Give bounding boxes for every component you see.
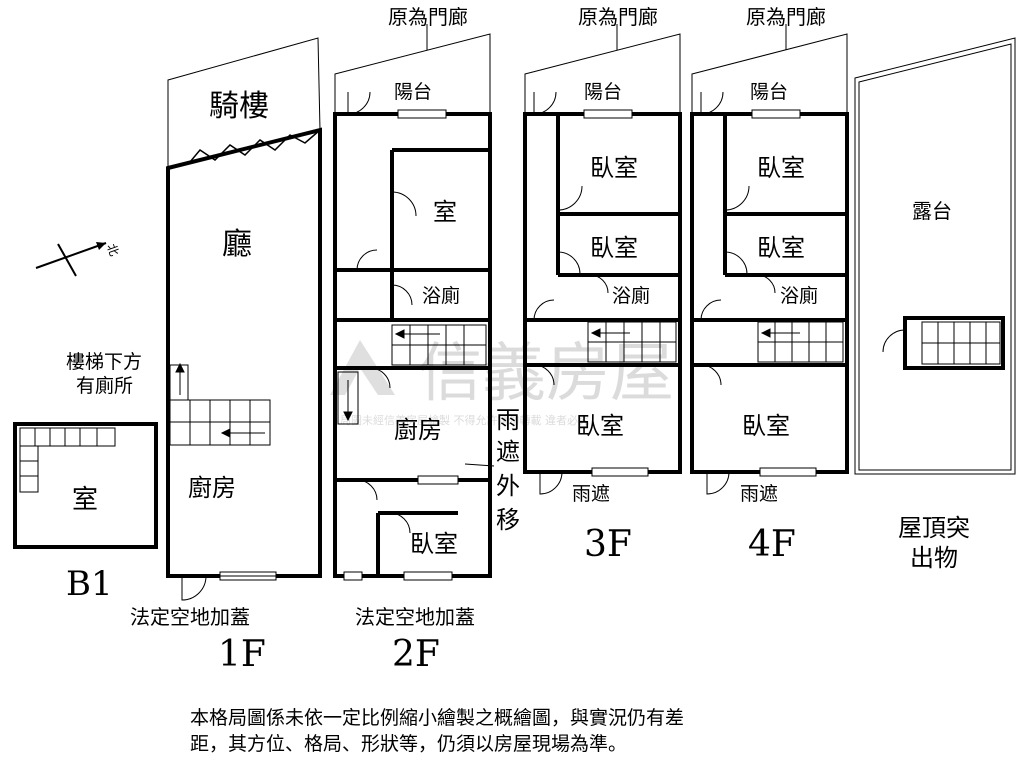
2f-bedroom-label: 臥室 [410,530,458,558]
roof-name-line-2: 出物 [910,544,958,572]
roof-terrace-outline [854,37,1016,475]
disclaimer: 本格局圖係未依一定比例縮小繪製之概繪圖，與實況仍有差 距，其方位、格局、形狀等，… [190,707,684,755]
1f-stair-note-1: 樓梯下方 [66,351,142,373]
4f-awning-label: 雨遮 [740,483,778,505]
2f-awning-char-1: 雨 [496,406,520,434]
3f-awning-label: 雨遮 [572,483,610,505]
1f-legal-space-label: 法定空地加蓋 [130,605,250,629]
2f-awning-char-2: 遮 [496,438,520,466]
4f-walls [692,114,847,367]
b1-stairs [19,427,116,493]
4f-bedroom-3-label: 臥室 [742,412,790,440]
2f-awning-char-3: 外 [496,472,520,500]
4f-bedroom-2-label: 臥室 [757,234,805,262]
4f-stairs [757,321,844,363]
3f-bedroom-2-label: 臥室 [590,234,638,262]
1f-floor-label: 1F [218,634,266,675]
2f-kitchen-label: 廚房 [394,416,442,444]
b1-outline [13,422,158,549]
roof-door-icon [882,329,906,353]
1f-arcade-label: 騎樓 [209,89,269,124]
1f-outline [166,127,322,578]
4f-bathroom-label: 浴廁 [780,284,818,307]
2f-porch-note: 原為門廊 [388,5,468,29]
2f-floor-label: 2F [392,634,440,675]
roof-structure-outline [903,316,1005,370]
4f-balcony-label: 陽台 [750,81,788,103]
2f-stairs [337,324,487,425]
floor-4f: 原為門廊 陽台 臥室 臥室 浴廁 臥室 雨遮 4F [690,5,849,565]
3f-floor-label: 3F [584,524,632,565]
roof-stairs [921,321,1001,365]
2f-door-icons [347,91,417,534]
1f-stairs [169,362,271,446]
3f-balcony-label: 陽台 [584,81,622,103]
1f-hall-label: 廳 [222,227,252,262]
roof-name-line-1: 屋頂突 [898,514,970,542]
1f-stair-note-2: 有廁所 [76,374,133,397]
floor-b1: 室 B1 [13,422,158,604]
3f-bedroom-3-label: 臥室 [576,412,624,440]
3f-porch-note: 原為門廊 [578,5,658,29]
1f-window [219,571,277,581]
2f-bathroom-label: 浴廁 [422,284,460,307]
watermark-subtext: 局圖未經信義房屋繪製 不得允許請勿轉載 違者必究 [340,413,589,427]
1f-door-icon [181,575,207,601]
3f-door-icons [533,91,609,495]
2f-walls [335,148,490,576]
3f-bedroom-1-label: 臥室 [590,154,638,182]
3f-walls [525,114,680,367]
watermark-brand: 信義房屋 [418,337,674,411]
2f-room-label: 室 [433,198,457,226]
2f-legal-space-label: 法定空地加蓋 [355,605,475,629]
floor-2f: 原為門廊 陽台 室 浴廁 廚房 臥室 雨 遮 外 移 法定空地加蓋 2F [333,5,520,675]
disclaimer-line-1: 本格局圖係未依一定比例縮小繪製之概繪圖，與實況仍有差 [190,707,684,729]
3f-bathroom-label: 浴廁 [612,284,650,307]
b1-room-label: 室 [72,485,98,515]
4f-bedroom-1-label: 臥室 [757,154,805,182]
b1-floor-label: B1 [66,564,113,604]
north-label: 北 [104,242,121,258]
1f-kitchen-label: 廚房 [188,474,236,502]
roof-terrace-inner-outline [858,43,1012,471]
2f-awning-char-4: 移 [496,506,520,534]
3f-stairs [587,321,677,363]
watermark: 信義房屋 局圖未經信義房屋繪製 不得允許請勿轉載 違者必究 [330,337,674,427]
4f-floor-label: 4F [748,524,796,565]
floor-3f: 原為門廊 陽台 臥室 臥室 浴廁 臥室 雨遮 3F [523,5,682,565]
4f-door-icons [700,91,776,495]
north-arrow-icon: 北 [35,242,121,277]
floor-roof: 露台 屋頂突 出物 [854,37,1016,572]
floor-1f: 騎樓 廳 樓梯下方 有廁所 廚房 法定空地加蓋 1F [66,37,322,675]
3f-windows [583,109,649,477]
4f-windows [751,109,817,477]
disclaimer-line-2: 距，其方位、格局、形狀等，仍須以房屋現場為準。 [190,733,627,755]
4f-porch-note: 原為門廊 [746,5,826,29]
2f-awning-leader [464,463,495,467]
2f-windows [343,109,459,581]
2f-balcony-label: 陽台 [394,81,432,103]
roof-terrace-label: 露台 [912,199,952,223]
